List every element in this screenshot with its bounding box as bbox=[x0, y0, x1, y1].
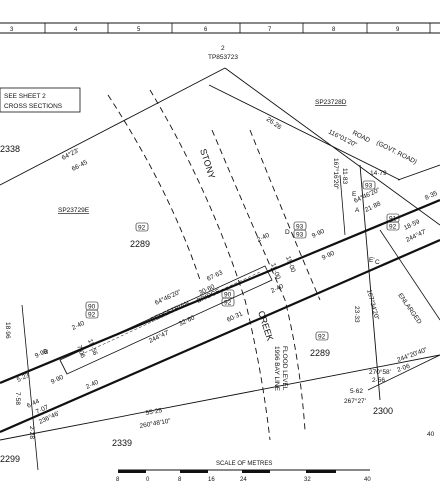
dim-b33: 5·62 bbox=[350, 388, 363, 395]
dim-b25: 2·40 bbox=[71, 320, 86, 332]
parcel-2299: 2299 bbox=[0, 454, 20, 464]
dim-b7: 14·79 bbox=[370, 170, 387, 177]
grid-number-5: 5 bbox=[137, 27, 141, 33]
tag-8: 93 bbox=[296, 232, 304, 239]
dim-b13: 67·63 bbox=[206, 269, 224, 283]
dim-b22: 2·40 bbox=[270, 283, 285, 295]
tag-1: 93 bbox=[365, 183, 373, 190]
scale-tick-1: 0 bbox=[146, 477, 150, 483]
dim-b18: 244°47' bbox=[147, 328, 170, 345]
dim-b36: 2·06 bbox=[396, 363, 411, 374]
dim-b29: 167°34'20" bbox=[365, 288, 381, 321]
see-sheet-line2: CROSS SECTIONS bbox=[4, 103, 63, 110]
enlarged: ENLARGED bbox=[396, 292, 422, 326]
lot-tags: 92 93 90 92 90 93 91 92 93 92 92 bbox=[85, 180, 400, 341]
boundaries bbox=[0, 67, 440, 471]
dim-b32: 2·56 bbox=[372, 377, 385, 384]
tag-3: 92 bbox=[224, 300, 232, 307]
parcel-2338: 2338 bbox=[0, 144, 20, 154]
dim-b11: 18·59 bbox=[403, 218, 421, 232]
dim-b34: 267°27' bbox=[344, 397, 366, 405]
grid-number-3: 3 bbox=[10, 27, 14, 33]
parcel-2289-right: 2289 bbox=[310, 348, 330, 358]
scale-bar: SCALE OF METRES 8 0 8 16 24 32 40 bbox=[116, 461, 371, 483]
dim-b44: 2·28 bbox=[28, 426, 35, 439]
grid-number-8: 8 bbox=[332, 27, 336, 33]
dim-b30: 23·33 bbox=[353, 306, 360, 323]
label-stony: STONY bbox=[198, 148, 217, 180]
grid-header: 3 4 5 6 7 8 9 bbox=[0, 22, 440, 34]
dim-b45: 18·96 bbox=[4, 322, 11, 339]
tag-0: 92 bbox=[138, 225, 146, 232]
see-sheet-note: SEE SHEET 2 CROSS SECTIONS bbox=[0, 87, 81, 113]
dim-b20: 9·90 bbox=[321, 250, 336, 262]
tag-6: 91 bbox=[389, 216, 397, 223]
ref-label: 2 bbox=[221, 45, 225, 52]
marker-1: B bbox=[44, 349, 48, 356]
scale-tick-0: 8 bbox=[116, 477, 120, 483]
see-sheet-line1: SEE SHEET 2 bbox=[4, 93, 46, 100]
dim-b31: 270°58' bbox=[369, 368, 391, 376]
grid-number-7: 7 bbox=[268, 27, 272, 33]
dim-b2: 66·45 bbox=[71, 159, 89, 173]
dim-b35: 244°20'40" bbox=[396, 345, 429, 364]
parcel-2339: 2339 bbox=[112, 438, 132, 448]
dim-b9: 8·35 bbox=[424, 190, 439, 202]
dim-b46: 7·06 bbox=[75, 344, 86, 359]
dim-b38: 260°48'10" bbox=[139, 417, 172, 430]
dim-40: 40 bbox=[427, 431, 435, 438]
dim-b27: 9·90 bbox=[50, 374, 65, 386]
scale-tick-6: 40 bbox=[364, 477, 371, 483]
tag-10: 92 bbox=[318, 334, 326, 341]
label-govt-road: (GOVT. ROAD) bbox=[375, 140, 418, 166]
dim-b3: 26·26 bbox=[265, 116, 283, 131]
dim-b16: 60·31 bbox=[226, 310, 244, 324]
dim-b10: 21·88 bbox=[364, 200, 382, 214]
marker-0: A bbox=[355, 207, 360, 214]
marker-3: D bbox=[285, 229, 290, 236]
scale-title: SCALE OF METRES bbox=[216, 461, 272, 467]
scale-tick-3: 16 bbox=[208, 477, 215, 483]
tag-2: 90 bbox=[224, 292, 232, 299]
tag-7: 92 bbox=[389, 224, 397, 231]
marker-4: E bbox=[352, 191, 357, 198]
parcel-2289-left: 2289 bbox=[130, 239, 150, 249]
survey-dimensions: 64°23' 66·45 26·26 116°01'20" 167°16'20"… bbox=[4, 116, 439, 439]
bay-line: 1996 BAY LINE bbox=[273, 346, 280, 392]
grid-number-6: 6 bbox=[204, 27, 208, 33]
dim-b21: 2·40 bbox=[256, 232, 271, 244]
grid-number-4: 4 bbox=[74, 27, 78, 33]
sp23729e: SP23729E bbox=[58, 207, 90, 214]
flood-level: FLOOD LEVEL bbox=[281, 346, 288, 391]
dim-b19: 9·90 bbox=[311, 228, 326, 240]
marker-2: C bbox=[375, 259, 380, 266]
grid-number-9: 9 bbox=[396, 27, 400, 33]
tag-5: 93 bbox=[296, 224, 304, 231]
dim-b37: 55·25 bbox=[145, 407, 163, 417]
scale-tick-4: 24 bbox=[240, 477, 247, 483]
parcel-2300: 2300 bbox=[373, 406, 393, 416]
sp23728d: SP23728D bbox=[315, 99, 347, 106]
dim-b5: 167°16'20" bbox=[332, 158, 340, 190]
scale-tick-2: 8 bbox=[178, 477, 182, 483]
tp-label: TP853723 bbox=[208, 54, 238, 61]
dim-b17: 32·60 bbox=[178, 314, 196, 328]
dim-b40: 7·58 bbox=[14, 392, 21, 405]
tag-9: 92 bbox=[88, 312, 96, 319]
scale-tick-5: 32 bbox=[304, 477, 311, 483]
label-creek: CREEK bbox=[256, 310, 275, 343]
dim-b6: 11·83 bbox=[341, 168, 348, 185]
creek-lines bbox=[107, 89, 321, 441]
marker-5: E' bbox=[369, 257, 375, 264]
tag-4: 90 bbox=[88, 304, 96, 311]
section-markers: A B C D E E' bbox=[44, 191, 380, 356]
